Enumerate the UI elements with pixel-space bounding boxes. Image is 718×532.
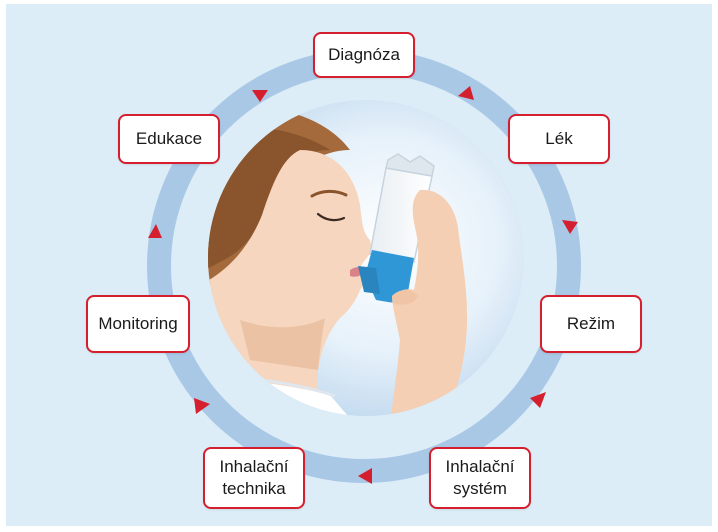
step-rezim-label: Režim xyxy=(567,313,615,335)
step-lek-label: Lék xyxy=(545,128,572,150)
step-monitoring-label: Monitoring xyxy=(98,313,177,335)
step-inhalacni-system-line-1: Inhalační xyxy=(446,456,515,478)
step-lek: Lék xyxy=(508,114,610,164)
step-rezim: Režim xyxy=(540,295,642,353)
inhaler-illustration xyxy=(200,96,540,430)
step-diagnoza-label: Diagnóza xyxy=(328,44,400,66)
step-inhalacni-system: Inhalační systém xyxy=(429,447,531,509)
step-edukace: Edukace xyxy=(118,114,220,164)
step-inhalacni-system-line-2: systém xyxy=(453,478,507,500)
step-inhalacni-technika-line-1: Inhalační xyxy=(220,456,289,478)
step-edukace-label: Edukace xyxy=(136,128,202,150)
step-monitoring: Monitoring xyxy=(86,295,190,353)
step-diagnoza: Diagnóza xyxy=(313,32,415,78)
step-inhalacni-technika: Inhalační technika xyxy=(203,447,305,509)
step-inhalacni-technika-line-2: technika xyxy=(222,478,285,500)
